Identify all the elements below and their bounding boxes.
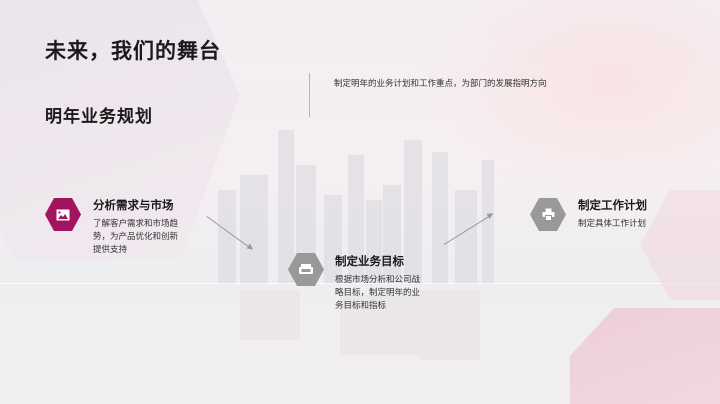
horizon-line [0,283,720,284]
step-2-hexagon [288,253,324,286]
step-1-hexagon [45,198,81,231]
background-glow [420,0,720,200]
slide-description: 制定明年的业务计划和工作重点，为部门的发展指明方向 [334,79,547,89]
image-icon [56,209,70,220]
step-2-text: 根据市场分析和公司战略目标，制定明年的业务目标和指标 [335,275,421,311]
step-2-title: 制定业务目标 [335,254,404,268]
printer-icon [542,208,554,221]
step-1-text: 了解客户需求和市场趋势，为产品优化和创新提供支持 [93,219,179,255]
step-1-title: 分析需求与市场 [93,198,174,212]
step-3-title: 制定工作计划 [578,198,647,212]
slide-title: 未来，我们的舞台 [45,39,221,63]
slide-subtitle: 明年业务规划 [45,107,153,127]
description-divider [309,73,310,117]
sofa-icon [299,264,313,274]
step-3-hexagon [530,198,566,231]
step-3-text: 制定具体工作计划 [578,219,647,229]
